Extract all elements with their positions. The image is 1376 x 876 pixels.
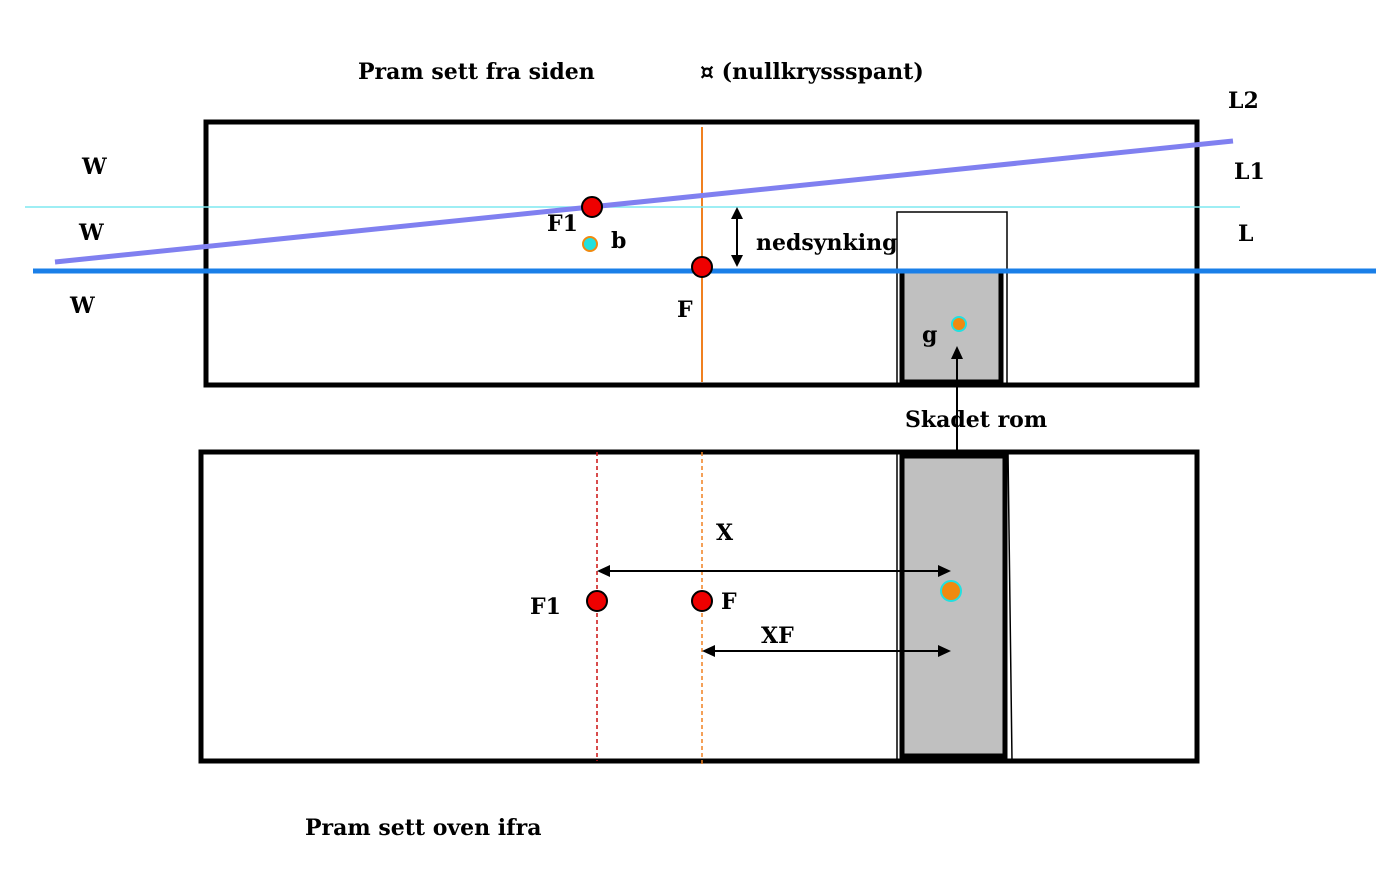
left-waterline-label-2: W <box>78 220 104 246</box>
damaged-link-arrowhead-top <box>951 346 963 359</box>
xf-arrowhead-left <box>702 645 715 657</box>
side-label-f: F <box>677 297 693 323</box>
top-point-f <box>691 590 713 612</box>
side-point-b <box>582 236 598 252</box>
top-point-g <box>940 580 962 602</box>
right-waterline-label-l1: L1 <box>1234 159 1265 185</box>
sinkage-arrowhead-bottom <box>731 255 743 267</box>
side-label-f1: F1 <box>547 211 578 237</box>
top-label-xf: XF <box>761 623 794 649</box>
damaged-compartment-label: Skadet rom <box>905 407 1047 433</box>
right-waterline-label-l2: L2 <box>1228 88 1259 114</box>
top-view-title: Pram sett oven ifra <box>305 815 541 841</box>
sinkage-arrowhead-top <box>731 207 743 219</box>
top-hull <box>198 449 1200 764</box>
side-label-g: g <box>922 322 937 348</box>
right-waterline-label-l: L <box>1238 221 1253 247</box>
side-point-f1 <box>581 196 603 218</box>
top-label-x: X <box>716 520 734 546</box>
side-point-f <box>691 256 713 278</box>
top-label-f: F <box>721 589 737 615</box>
side-damaged-outline <box>896 211 1008 386</box>
side-view-title: Pram sett fra siden <box>358 59 595 85</box>
midship-label: ¤ (nullkryssspant) <box>700 59 924 85</box>
side-label-b: b <box>611 228 626 254</box>
top-damaged-compartment <box>899 453 1008 759</box>
x-arrowhead-right <box>938 565 951 577</box>
top-label-f1: F1 <box>530 594 561 620</box>
left-waterline-label-3: W <box>69 293 95 319</box>
xf-arrowhead-right <box>938 645 951 657</box>
side-point-g <box>951 316 967 332</box>
waterline-trim <box>54 138 1234 265</box>
top-damaged-outline <box>896 451 1013 762</box>
x-arrowhead-left <box>597 565 610 577</box>
top-point-f1 <box>586 590 608 612</box>
sinkage-label: nedsynking <box>756 230 898 256</box>
left-waterline-label-1: W <box>81 154 107 180</box>
side-hull <box>203 119 1200 388</box>
